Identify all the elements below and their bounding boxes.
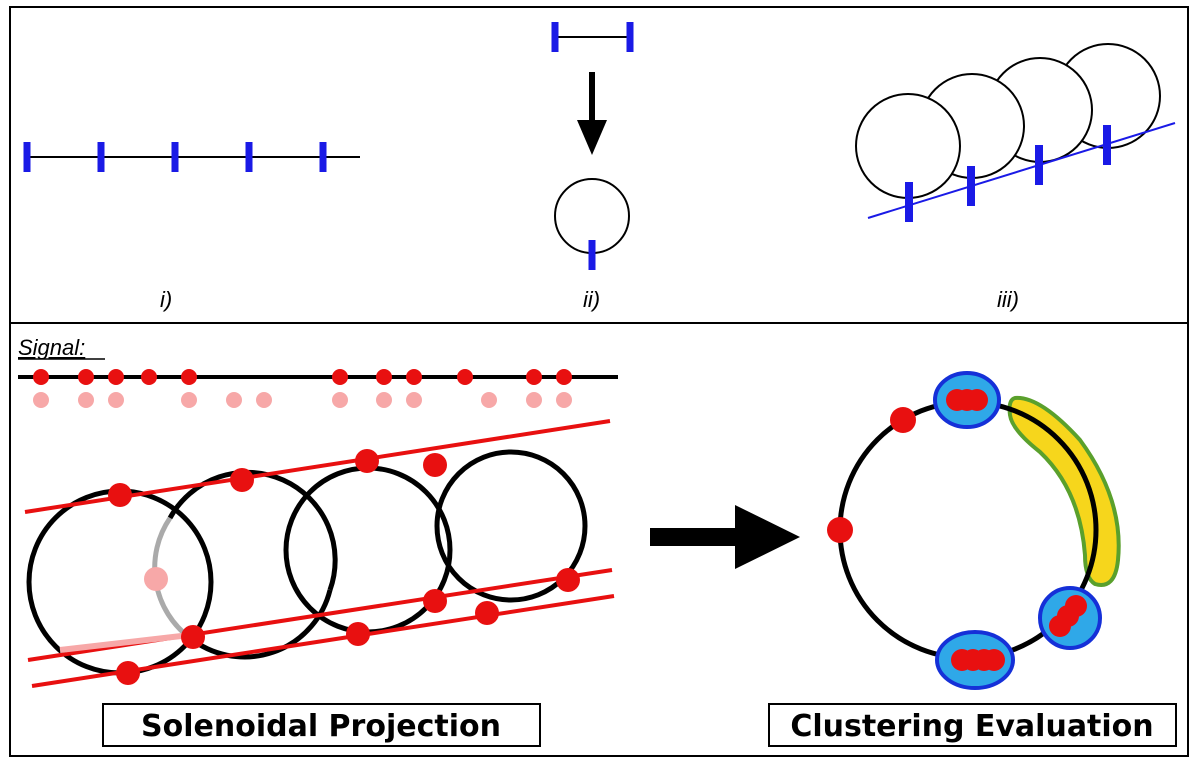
signal-section: Signal: bbox=[18, 335, 618, 408]
isolated-point bbox=[827, 517, 853, 543]
signal-point bbox=[181, 369, 197, 385]
projected-point bbox=[355, 449, 379, 473]
solenoid-ring bbox=[167, 469, 338, 591]
cluster-point bbox=[966, 389, 988, 411]
solenoid-ring bbox=[434, 449, 588, 603]
signal-point bbox=[78, 369, 94, 385]
signal-point bbox=[556, 369, 572, 385]
projected-point bbox=[423, 453, 447, 477]
panel-iii-ticks bbox=[905, 125, 1111, 222]
faded-point bbox=[376, 392, 392, 408]
signal-point bbox=[108, 369, 124, 385]
signal-point bbox=[376, 369, 392, 385]
faded-point bbox=[481, 392, 497, 408]
clustering-diagram bbox=[827, 371, 1121, 690]
solenoid-ring bbox=[188, 589, 333, 660]
solenoidal-projection-label: Solenoidal Projection bbox=[141, 709, 501, 744]
clustering-evaluation-label: Clustering Evaluation bbox=[790, 709, 1153, 744]
projected-point bbox=[423, 589, 447, 613]
signal-point bbox=[332, 369, 348, 385]
faded-point bbox=[256, 392, 272, 408]
faded-point bbox=[406, 392, 422, 408]
panel-ii-label: ii) bbox=[583, 287, 600, 312]
solenoidal-projection-label-box: Solenoidal Projection bbox=[102, 703, 541, 747]
label-box-frame bbox=[768, 703, 1177, 747]
label-box-frame bbox=[102, 703, 541, 747]
clustered-points bbox=[946, 389, 1087, 671]
arc-cluster bbox=[1007, 395, 1121, 587]
projected-point bbox=[230, 468, 254, 492]
faded-point bbox=[78, 392, 94, 408]
projected-point bbox=[556, 568, 580, 592]
panel-iii: iii) bbox=[855, 43, 1176, 312]
signal-point bbox=[526, 369, 542, 385]
projected-point bbox=[116, 661, 140, 685]
faded-point bbox=[181, 392, 197, 408]
projected-point bbox=[108, 483, 132, 507]
faded-point bbox=[226, 392, 242, 408]
signal-point bbox=[457, 369, 473, 385]
panel-i-label: i) bbox=[160, 287, 172, 312]
right-arrow-head bbox=[735, 505, 800, 569]
signal-point bbox=[141, 369, 157, 385]
isolated-point bbox=[890, 407, 916, 433]
projected-point bbox=[181, 625, 205, 649]
faded-point bbox=[332, 392, 348, 408]
right-arrow-shaft bbox=[650, 528, 740, 546]
signal-point bbox=[406, 369, 422, 385]
projection-line-faded bbox=[59, 632, 191, 653]
signal-point bbox=[33, 369, 49, 385]
projected-point-hidden bbox=[144, 567, 168, 591]
projected-points bbox=[108, 449, 580, 685]
figure-frame bbox=[9, 6, 1189, 757]
faded-point bbox=[33, 392, 49, 408]
solenoid-diagram bbox=[24, 419, 615, 688]
cluster-point bbox=[1065, 595, 1087, 617]
helix-axis-line bbox=[867, 122, 1176, 219]
faded-signal-points bbox=[33, 392, 572, 408]
down-arrow-head bbox=[577, 120, 607, 155]
projected-point bbox=[475, 601, 499, 625]
panel-i-ticks bbox=[23, 142, 327, 172]
panel-ii: ii) bbox=[551, 22, 634, 312]
signal-points bbox=[33, 369, 572, 385]
signal-label: Signal: bbox=[18, 335, 85, 360]
right-arrow bbox=[650, 505, 800, 569]
faded-point bbox=[556, 392, 572, 408]
projected-point bbox=[346, 622, 370, 646]
panel-i: i) bbox=[23, 142, 360, 312]
faded-point bbox=[108, 392, 124, 408]
clustering-evaluation-label-box: Clustering Evaluation bbox=[768, 703, 1177, 747]
cluster-point bbox=[983, 649, 1005, 671]
faded-point bbox=[526, 392, 542, 408]
panel-iii-label: iii) bbox=[997, 287, 1019, 312]
